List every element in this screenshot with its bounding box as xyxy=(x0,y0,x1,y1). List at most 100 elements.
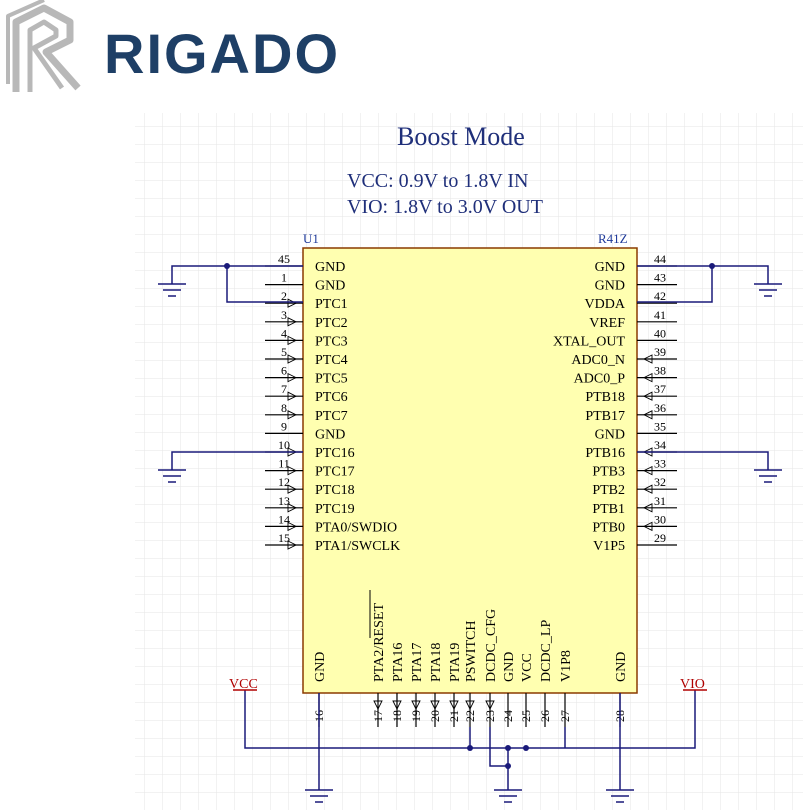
pin-number: 8 xyxy=(281,401,287,415)
pin-name: PTC2 xyxy=(315,316,348,331)
pin-number: 25 xyxy=(519,710,533,722)
pin-name: PTC6 xyxy=(315,390,348,405)
pin-name: PTA1/SWCLK xyxy=(315,539,400,554)
ground-icon xyxy=(754,469,782,483)
bottom-pin-row: 16GND17PTA2/RESET18PTA1619PTA1720PTA1821… xyxy=(312,590,629,727)
io-arrow-icon xyxy=(287,503,298,513)
io-arrow-icon xyxy=(287,298,298,308)
pin-number: 31 xyxy=(654,494,666,508)
pin-number: 43 xyxy=(654,271,666,285)
io-arrow-icon xyxy=(642,410,653,420)
pin-number: 42 xyxy=(654,289,666,303)
io-arrow-icon xyxy=(485,700,495,711)
io-arrow-icon xyxy=(287,372,298,383)
vio-range-note: VIO: 1.8V to 3.0V OUT xyxy=(347,196,543,218)
io-arrow-icon xyxy=(287,484,298,494)
ground-icon xyxy=(158,469,186,483)
pin-number: 26 xyxy=(538,710,552,722)
io-arrow-icon xyxy=(287,335,298,346)
pin-number: 6 xyxy=(281,364,287,378)
pin-name: PTC7 xyxy=(315,409,348,424)
pin-name: PTC16 xyxy=(315,446,355,461)
pin-number: 36 xyxy=(654,401,666,415)
pin-name: GND xyxy=(313,652,328,682)
pin-number: 34 xyxy=(654,438,666,452)
pin-number: 12 xyxy=(278,475,290,489)
pin-number: 15 xyxy=(278,531,290,545)
pin-number: 41 xyxy=(654,308,666,322)
pin-number: 44 xyxy=(654,252,666,266)
pin-number: 27 xyxy=(558,710,572,722)
pin-name: PTB17 xyxy=(585,409,625,424)
io-arrow-icon xyxy=(287,391,298,401)
io-arrow-icon xyxy=(392,700,402,711)
io-arrow-icon xyxy=(642,503,653,513)
pin-name: PTA16 xyxy=(391,643,406,682)
pin-number: 35 xyxy=(654,419,666,433)
pin-name: PTC1 xyxy=(315,297,348,312)
pin-name: PTC19 xyxy=(315,502,355,517)
junction-dots xyxy=(224,263,715,769)
right-pin-column: 44GND43GND42VDDA41VREF40XTAL_OUT39ADC0_N… xyxy=(553,252,677,554)
pin-number: 22 xyxy=(463,710,477,722)
io-arrow-icon xyxy=(287,465,298,476)
io-arrow-icon xyxy=(642,484,653,494)
component-part-number: R41Z xyxy=(598,231,628,246)
pin-number: 2 xyxy=(281,289,287,303)
pin-name: PTC4 xyxy=(315,353,348,368)
pin-name: ADC0_N xyxy=(571,353,625,368)
pin-name: GND xyxy=(595,260,625,275)
pin-number: 23 xyxy=(483,710,497,722)
pin-number: 10 xyxy=(278,438,290,452)
io-arrow-icon xyxy=(287,410,298,420)
pin-number: 20 xyxy=(428,710,442,722)
pin-name: PTB1 xyxy=(592,502,625,517)
pin-number: 40 xyxy=(654,326,666,340)
pin-number: 3 xyxy=(281,308,287,322)
pin-number: 4 xyxy=(281,326,287,340)
pin-name: GND xyxy=(315,279,345,294)
pin-name: VDDA xyxy=(585,297,626,312)
pin-number: 45 xyxy=(278,252,290,266)
io-arrow-icon xyxy=(642,372,653,383)
left-pin-column: 45GND1GND2PTC13PTC24PTC35PTC46PTC57PTC68… xyxy=(265,252,400,554)
ground-icon xyxy=(305,789,333,803)
ground-icon xyxy=(606,789,634,803)
pin-name: GND xyxy=(315,427,345,442)
pin-name: PTC18 xyxy=(315,483,355,498)
pin-name: GND xyxy=(315,260,345,275)
ground-symbols xyxy=(158,283,782,803)
pin-number: 17 xyxy=(371,710,385,722)
io-arrow-icon xyxy=(287,540,298,550)
